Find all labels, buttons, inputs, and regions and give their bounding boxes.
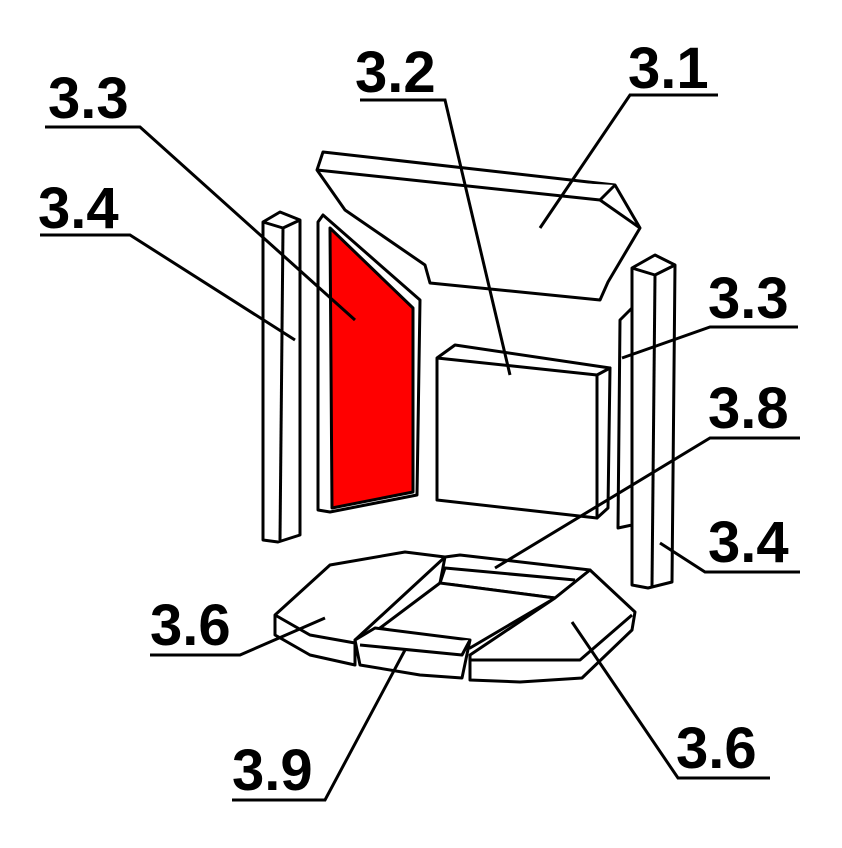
label-3-2: 3.2 bbox=[355, 40, 436, 105]
label-3-6-right: 3.6 bbox=[676, 716, 757, 781]
label-3-6-left: 3.6 bbox=[150, 593, 231, 658]
label-3-4-right: 3.4 bbox=[708, 510, 789, 575]
part-3-3-left-side-panel-highlighted bbox=[316, 213, 422, 514]
part-3-9-front-floor bbox=[353, 626, 472, 680]
part-3-4-left-pillar bbox=[261, 210, 302, 544]
label-3-3-right: 3.3 bbox=[708, 266, 789, 331]
leader-lines bbox=[40, 93, 800, 802]
part-3-6-left-floor bbox=[273, 550, 447, 667]
part-3-4-right-pillar bbox=[630, 253, 677, 590]
label-3-4-left: 3.4 bbox=[38, 176, 119, 241]
label-3-8: 3.8 bbox=[708, 376, 789, 441]
label-3-9: 3.9 bbox=[232, 738, 313, 803]
part-3-3-right-side-panel bbox=[616, 306, 634, 530]
label-3-1: 3.1 bbox=[628, 36, 709, 101]
part-3-2-back-panel bbox=[435, 343, 612, 520]
label-3-3-left: 3.3 bbox=[48, 66, 129, 131]
